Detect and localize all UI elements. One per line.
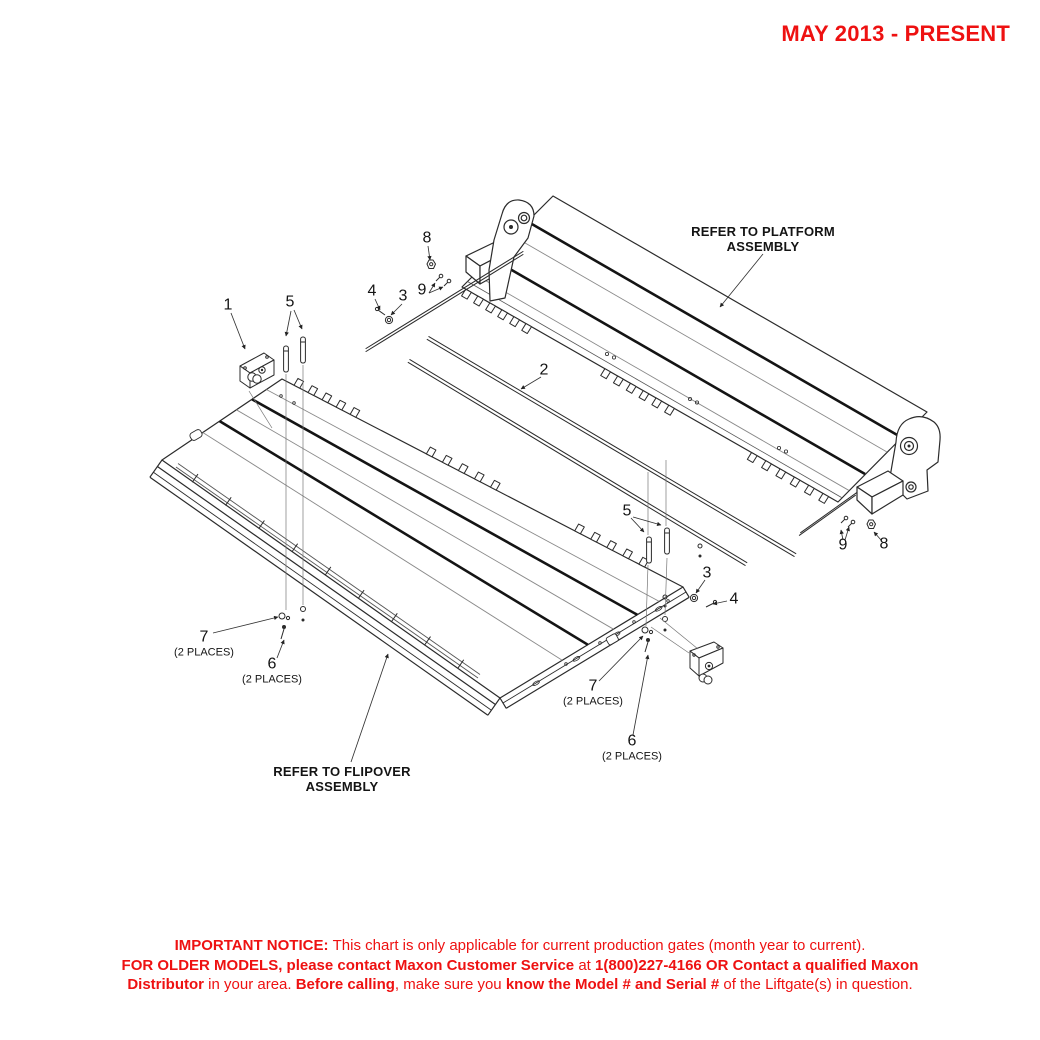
platform-assembly-drawing	[461, 195, 941, 515]
flipover-assembly-drawing	[149, 377, 690, 716]
hinge-rod-drawing	[365, 251, 858, 566]
hardware-parts-drawing	[239, 259, 876, 685]
hinge-pins	[283, 336, 670, 564]
mount-bracket-left	[239, 352, 275, 389]
callout-leader-lines	[212, 245, 882, 763]
mount-bracket-right	[689, 641, 724, 685]
assembly-guide-lines	[248, 365, 699, 654]
